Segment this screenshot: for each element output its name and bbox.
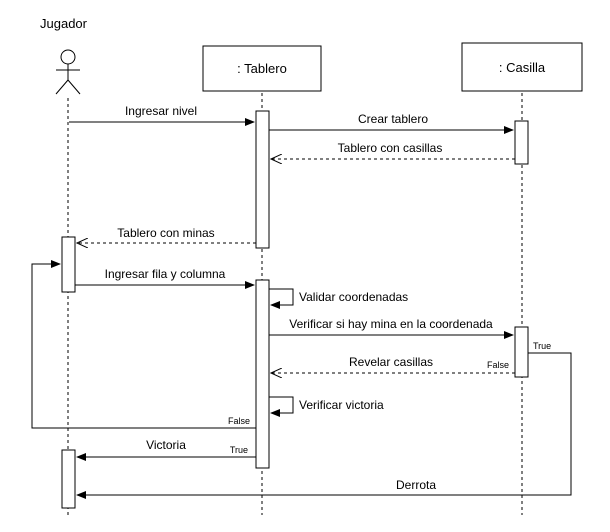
msg-derrota: Derrota: [396, 478, 436, 492]
actor-jugador: Jugador: [40, 16, 88, 95]
participant-casilla: : Casilla: [461, 42, 583, 92]
tablero-box: [202, 45, 322, 92]
guard-false-mina: False: [487, 360, 509, 370]
msg-ingresar-fila-columna: Ingresar fila y columna: [105, 267, 226, 281]
msg-validar-coordenadas-arrow: [269, 288, 294, 309]
msg-verificar-victoria-arrow: [269, 396, 294, 417]
actor-label: Jugador: [40, 16, 88, 31]
activation-jugador-1: [61, 236, 76, 293]
activation-jugador-2: [61, 449, 76, 509]
activation-tablero-2: [255, 279, 270, 469]
msg-revelar-casillas: Revelar casillas: [349, 355, 433, 369]
guard-true-mina: True: [533, 341, 551, 351]
msg-validar-coordenadas: Validar coordenadas: [299, 290, 408, 304]
msg-verificar-mina: Verificar si hay mina en la coordenada: [289, 317, 493, 331]
msg-crear-tablero: Crear tablero: [358, 112, 428, 126]
casilla-box: [461, 42, 583, 92]
msg-derrota-arrow: [76, 352, 572, 499]
guard-false-victoria: False: [228, 416, 250, 426]
activation-tablero-1: [255, 110, 270, 249]
activation-casilla-1: [514, 120, 529, 165]
msg-siguente-turno-arrow: [31, 260, 256, 429]
casilla-label: : Casilla: [499, 60, 546, 75]
msg-tablero-con-minas: Tablero con minas: [117, 226, 214, 240]
msg-ingresar-nivel: Ingresar nivel: [125, 104, 197, 118]
activation-casilla-2: [514, 326, 529, 378]
tablero-label: : Tablero: [237, 61, 287, 76]
participant-tablero: : Tablero: [202, 45, 322, 92]
msg-verificar-victoria: Verificar victoria: [299, 398, 384, 412]
actor-left-leg: [55, 79, 69, 95]
msg-victoria: Victoria: [146, 438, 186, 452]
guard-true-victoria: True: [230, 445, 248, 455]
msg-tablero-con-casillas: Tablero con casillas: [338, 141, 443, 155]
actor-right-leg: [67, 79, 81, 95]
actor-head-icon: [60, 49, 76, 65]
